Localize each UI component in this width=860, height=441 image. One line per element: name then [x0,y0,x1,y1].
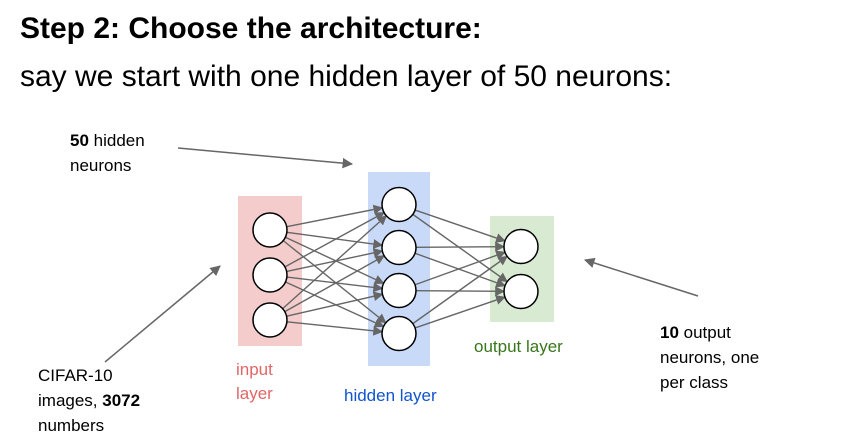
input-layer-label: input layer [236,358,273,406]
output-count: 10 [660,323,679,342]
slide-title: Step 2: Choose the architecture: [20,12,482,45]
hidden-output-edge [414,295,506,329]
input-images-annotation: CIFAR-10 images, 3072 numbers [38,363,140,438]
input-hidden-edge [284,255,386,313]
output-neurons-annotation: 10 output neurons, one per class [660,320,759,395]
input-annot-line1: CIFAR-10 [38,366,113,385]
output-neuron [503,273,539,310]
hidden-neuron [381,229,417,266]
hidden-neuron [381,186,417,223]
output-annot-line2: neurons, one [660,348,760,367]
input-hidden-edge [286,276,384,293]
hidden-annot-text: hidden [88,131,145,150]
hidden-output-edge [415,241,505,252]
hidden-annotation-arrow [177,147,354,169]
neuron-nodes [252,186,539,352]
hidden-neuron [381,272,417,309]
input-count: 3072 [102,391,141,410]
input-hidden-edge [285,281,385,328]
input-hidden-edge [285,236,385,284]
hidden-output-edge [414,252,506,288]
hidden-output-edge [414,250,506,286]
input-annot-line2: images, [38,391,103,410]
hidden-output-edge [415,286,505,297]
input-neuron [252,257,288,293]
hidden-annot-line2: neurons [70,156,132,175]
output-layer-label: output layer [474,337,563,356]
input-hidden-edge [286,321,384,336]
hidden-layer-label: hidden layer [344,386,437,405]
connection-edges [282,204,508,336]
input-hidden-edge [286,231,384,249]
input-hidden-edge [286,291,384,317]
input-hidden-edge [282,215,388,310]
input-hidden-edge [282,240,387,324]
hidden-neuron [381,315,417,352]
output-annot-line3: per class [660,373,729,392]
output-annot-text: output [678,323,731,342]
input-hidden-edge [284,212,385,268]
input-annotation-arrow [104,265,221,363]
output-annotation-arrow [583,257,699,297]
input-annot-line3: numbers [38,416,105,435]
slide-subtitle: say we start with one hidden layer of 50… [20,60,673,93]
input-hidden-edge [286,204,384,228]
input-hidden-edge [286,248,384,273]
input-neuron [252,212,288,248]
hidden-count: 50 [70,131,89,150]
hidden-output-edge [412,213,508,283]
hidden-neurons-annotation: 50 hidden neurons [70,128,145,178]
input-neuron [252,302,288,338]
input-layer-label-line1: input [236,360,273,379]
hidden-output-edge [412,255,508,325]
output-neuron [503,228,539,265]
input-layer-label-line2: layer [236,384,273,403]
hidden-output-edge [414,209,506,243]
